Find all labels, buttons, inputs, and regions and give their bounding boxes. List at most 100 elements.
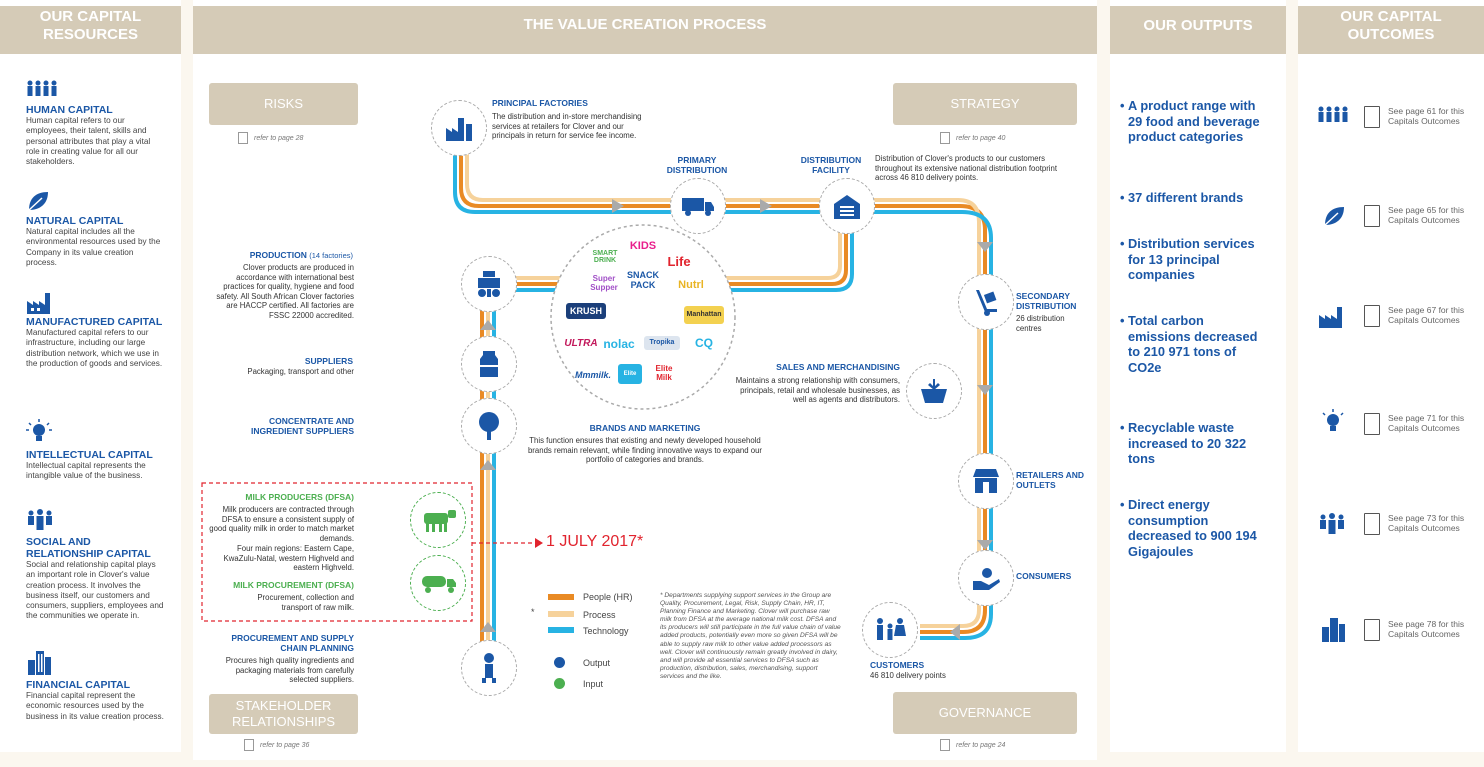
warehouse-icon — [819, 178, 875, 234]
brand-logo: CQ — [695, 336, 713, 350]
leaf-icon — [26, 190, 50, 217]
store-icon — [958, 453, 1014, 509]
legend-output-label: Output — [583, 658, 611, 668]
cow-icon — [410, 492, 466, 548]
output-item: Distribution services for 13 principal c… — [1120, 236, 1268, 283]
value-creation-header: THE VALUE CREATION PROCESS — [193, 6, 1097, 54]
brand-logo: ULTRA — [564, 338, 598, 349]
trolley-icon — [958, 274, 1014, 330]
outcome-text: See page 67 for this Capitals Outcomes — [1388, 305, 1465, 325]
governance-ref[interactable]: refer to page 24 — [940, 739, 1005, 751]
milk-procurement-title: MILK PROCUREMENT (DFSA) — [233, 580, 354, 590]
secondary-distribution-title: SECONDARY DISTRIBUTION — [1016, 291, 1077, 311]
customers-text: 46 810 delivery points — [870, 671, 946, 680]
governance-pill[interactable]: GOVERNANCE — [893, 692, 1077, 734]
legend-technology-label: Technology — [583, 626, 629, 636]
brand-logo: SMART DRINK — [592, 250, 618, 264]
document-icon — [1364, 513, 1380, 535]
people-icon — [1318, 106, 1348, 122]
procurement-title: PROCUREMENT AND SUPPLY CHAIN PLANNING — [231, 633, 354, 653]
consumers-title: CONSUMERS — [1016, 571, 1072, 581]
customers-icon — [862, 602, 918, 658]
procurement-text: Procures high quality ingredients and pa… — [225, 656, 354, 684]
sales-text: Maintains a strong relationship with con… — [735, 376, 900, 404]
production-machine-icon — [461, 256, 517, 312]
legend-people-label: People (HR) — [583, 592, 633, 602]
legend-people-swatch — [548, 594, 574, 600]
document-icon — [1364, 205, 1380, 227]
document-icon — [1364, 619, 1380, 641]
legend-input-label: Input — [583, 679, 604, 689]
truck-icon — [670, 178, 726, 234]
sales-title: SALES AND MERCHANDISING — [776, 362, 900, 372]
legend-technology-swatch — [548, 627, 574, 633]
production-title: PRODUCTION (14 factories) — [249, 250, 353, 260]
legend-process-label: Process — [583, 610, 616, 620]
document-icon — [1364, 106, 1380, 128]
milk-tanker-icon — [410, 555, 466, 611]
output-item: Recyclable waste increased to 20 322 ton… — [1120, 420, 1268, 467]
group-icon — [1320, 513, 1344, 534]
people-icon — [26, 80, 58, 105]
brand-logo: Manhattan — [684, 306, 724, 324]
milk-producers-regions: Four main regions: Eastern Cape, KwaZulu… — [223, 544, 354, 572]
concentrate-title: CONCENTRATE AND INGREDIENT SUPPLIERS — [251, 416, 354, 436]
document-icon — [1364, 413, 1380, 435]
outcomes-column — [1298, 0, 1484, 752]
factory-icon — [26, 291, 52, 320]
legend-process-swatch — [548, 611, 574, 617]
brand-logo: Nutrl — [678, 279, 704, 291]
strategy-ref[interactable]: refer to page 40 — [940, 132, 1005, 144]
risks-ref[interactable]: refer to page 28 — [238, 132, 303, 144]
brand-logo: SNACK PACK — [626, 270, 659, 290]
milk-can-icon — [461, 336, 517, 392]
retailers-title: RETAILERS AND OUTLETS — [1016, 470, 1084, 490]
tree-icon — [461, 398, 517, 454]
brand-logo: Life — [667, 254, 691, 269]
milk-producers-title: MILK PRODUCERS (DFSA) — [245, 492, 354, 502]
legend-star: * — [531, 607, 535, 617]
outcome-text: See page 65 for this Capitals Outcomes — [1388, 205, 1465, 225]
capital-outcomes-header: OUR CAPITAL OUTCOMES — [1298, 6, 1484, 54]
secondary-distribution-text: 26 distribution centres — [1016, 314, 1065, 333]
suppliers-text: Packaging, transport and other — [247, 367, 354, 376]
customers-title: CUSTOMERS — [870, 660, 925, 670]
brand-logo: Tropika — [644, 336, 680, 350]
document-icon — [1364, 305, 1380, 327]
outputs-header: OUR OUTPUTS — [1110, 6, 1286, 54]
stakeholder-ref[interactable]: refer to page 36 — [244, 739, 309, 751]
lightbulb-icon — [1322, 409, 1344, 431]
brand-logo: nolac — [603, 337, 635, 351]
milk-producers-text: Milk producers are contracted through DF… — [209, 505, 354, 543]
footnote: * Departments supplying support services… — [660, 592, 841, 680]
production-text: Clover products are produced in accordan… — [216, 263, 354, 320]
suppliers-title: SUPPLIERS — [304, 356, 353, 366]
strategy-pill[interactable]: STRATEGY — [893, 83, 1077, 125]
brands-title: BRANDS AND MARKETING — [589, 423, 701, 433]
stakeholder-pill[interactable]: STAKEHOLDER RELATIONSHIPS — [209, 694, 358, 734]
supply-planning-icon — [461, 640, 517, 696]
basket-icon — [906, 363, 962, 419]
primary-distribution-title: PRIMARY DISTRIBUTION — [666, 155, 728, 175]
brand-logo: KIDS — [629, 240, 657, 252]
outcome-text: See page 73 for this Capitals Outcomes — [1388, 513, 1465, 533]
principal-factories-title: PRINCIPAL FACTORIES — [492, 98, 588, 108]
risks-pill[interactable]: RISKS — [209, 83, 358, 125]
outcome-text: See page 71 for this Capitals Outcomes — [1388, 413, 1465, 433]
output-item: 37 different brands — [1120, 190, 1268, 206]
brand-logo: Super Supper — [590, 274, 618, 292]
legend-output-dot — [554, 657, 565, 668]
buildings-icon — [26, 648, 52, 681]
milk-procurement-text: Procurement, collection and transport of… — [257, 593, 354, 612]
outcome-text: See page 78 for this Capitals Outcomes — [1388, 619, 1465, 639]
output-item: A product range with 29 food and beverag… — [1120, 98, 1268, 145]
capital-resources-column — [0, 0, 181, 752]
brands-text: This function ensures that existing and … — [527, 436, 763, 464]
consumer-hand-icon — [958, 550, 1014, 606]
